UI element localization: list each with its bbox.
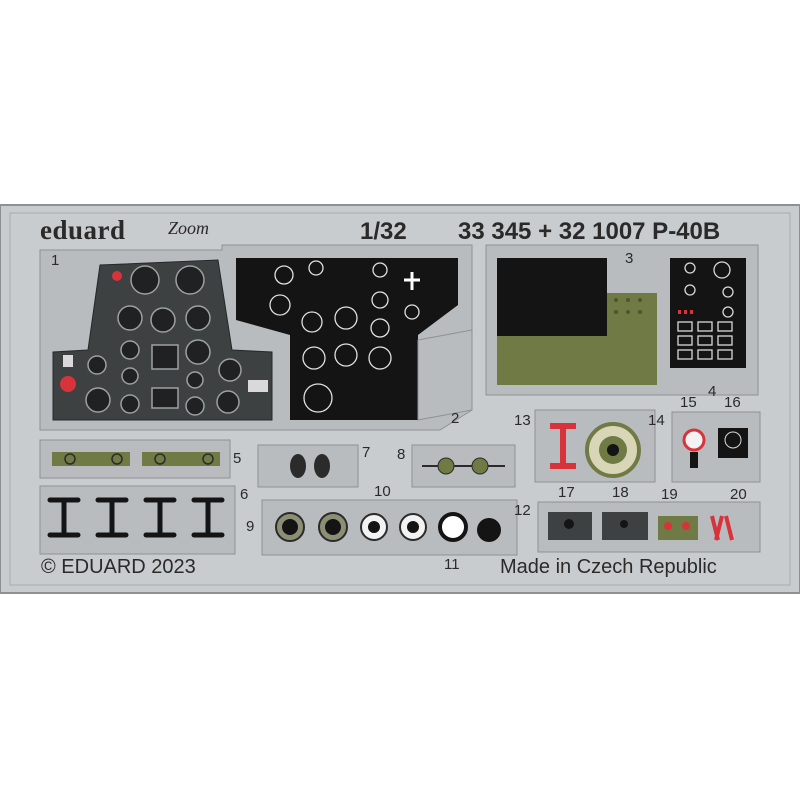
part-7 — [257, 444, 359, 488]
part-6-pedals — [39, 485, 236, 555]
part-number-6: 6 — [240, 486, 249, 503]
part-1-instrument-panel — [39, 244, 473, 431]
part-number-7: 7 — [362, 444, 371, 461]
part-number-4: 4 — [708, 383, 717, 400]
scale-label: 1/32 — [360, 218, 407, 245]
part-13-14 — [534, 409, 656, 483]
zoom-logo: Zoom — [168, 218, 210, 238]
part-9-12-bezels — [261, 499, 518, 556]
part-5-strip — [39, 439, 231, 479]
origin-label: Made in Czech Republic — [500, 556, 717, 578]
part-number-15: 15 — [680, 394, 697, 411]
part-17-20 — [537, 501, 761, 553]
part-number-10: 10 — [374, 483, 391, 500]
part-number-1: 1 — [51, 252, 60, 269]
part-15-16 — [671, 411, 761, 483]
part-number-17: 17 — [558, 484, 575, 501]
product-code: 33 345 + 32 1007 P-40B — [458, 218, 721, 245]
part-number-9: 9 — [246, 518, 255, 535]
part-number-12: 12 — [514, 502, 531, 519]
part-8 — [411, 444, 516, 488]
part-number-18: 18 — [612, 484, 629, 501]
part-number-3: 3 — [625, 250, 634, 267]
part-number-16: 16 — [724, 394, 741, 411]
part-number-14: 14 — [648, 412, 665, 429]
part-number-11: 11 — [444, 556, 460, 573]
part-number-19: 19 — [661, 486, 678, 503]
part-3-side-panel — [485, 244, 759, 396]
part-number-2: 2 — [451, 410, 460, 427]
part-number-13: 13 — [514, 412, 531, 429]
brand-name: eduard — [40, 215, 126, 245]
part-number-20: 20 — [730, 486, 747, 503]
copyright: © EDUARD 2023 — [41, 556, 196, 578]
part-number-5: 5 — [233, 450, 242, 467]
part-number-8: 8 — [397, 446, 406, 463]
